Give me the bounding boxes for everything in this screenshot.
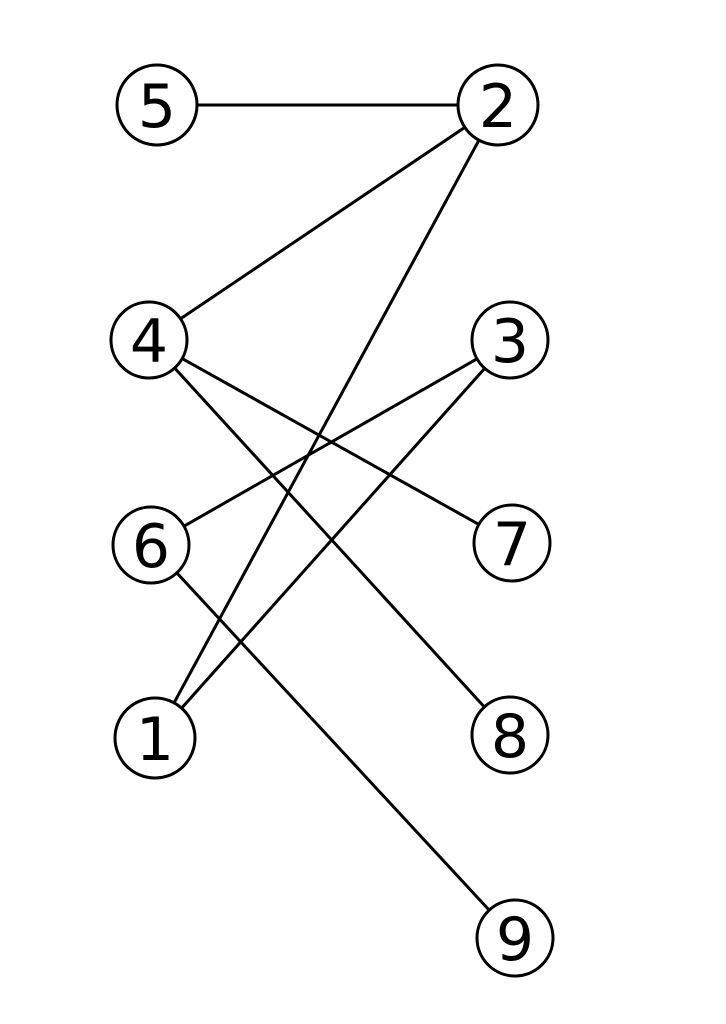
nodes-group: 5 2 4 3 6 7 1 8 9 xyxy=(109,63,555,978)
node-3: 3 xyxy=(470,300,550,380)
node-label: 3 xyxy=(491,307,529,377)
node-9: 9 xyxy=(475,898,555,978)
node-1: 1 xyxy=(113,696,197,780)
node-circle xyxy=(470,300,550,380)
node-label: 2 xyxy=(479,72,517,142)
node-circle xyxy=(475,898,555,978)
node-label: 1 xyxy=(136,705,174,775)
node-circle xyxy=(472,503,552,583)
edge-6-9 xyxy=(175,571,491,912)
node-label: 6 xyxy=(132,512,170,582)
edge-1-3 xyxy=(180,367,486,710)
node-label: 8 xyxy=(491,702,529,772)
edges-group xyxy=(172,103,491,912)
node-4: 4 xyxy=(109,300,189,380)
edge-4-2 xyxy=(179,126,466,321)
node-circle xyxy=(113,696,197,780)
node-circle xyxy=(456,63,540,147)
node-7: 7 xyxy=(472,503,552,583)
edge-4-7 xyxy=(181,357,480,526)
node-label: 9 xyxy=(496,905,534,975)
node-label: 4 xyxy=(130,307,168,377)
node-5: 5 xyxy=(115,63,199,147)
node-circle xyxy=(111,505,191,585)
node-circle xyxy=(470,695,550,775)
node-label: 5 xyxy=(138,72,176,142)
edge-1-2 xyxy=(172,139,481,704)
edge-4-8 xyxy=(173,367,486,708)
node-label: 7 xyxy=(493,510,531,580)
node-6: 6 xyxy=(111,505,191,585)
node-circle xyxy=(109,300,189,380)
node-8: 8 xyxy=(470,695,550,775)
node-circle xyxy=(115,63,199,147)
node-2: 2 xyxy=(456,63,540,147)
